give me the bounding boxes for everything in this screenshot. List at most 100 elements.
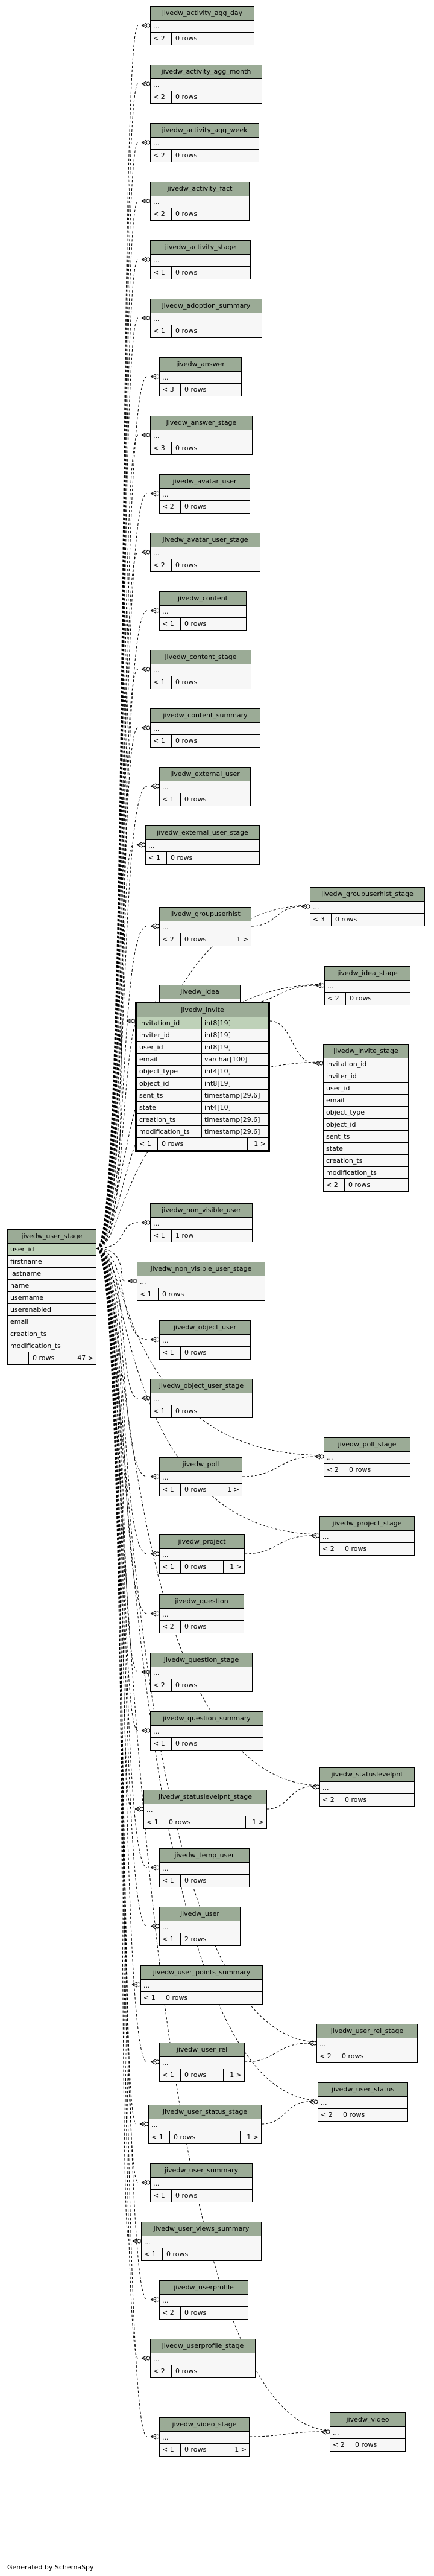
column-row[interactable]: ... bbox=[317, 2038, 417, 2050]
column-row[interactable]: ... bbox=[160, 1549, 244, 1561]
column-row[interactable]: ... bbox=[151, 313, 262, 325]
table-name[interactable]: jivedw_invite_stage bbox=[324, 1045, 408, 1058]
column-row[interactable]: ... bbox=[320, 1782, 414, 1794]
column-row[interactable]: ... bbox=[160, 372, 241, 384]
column-row[interactable]: sent_ts bbox=[324, 1131, 408, 1143]
table-name[interactable]: jivedw_invite bbox=[137, 1003, 268, 1017]
table-name[interactable]: jivedw_video bbox=[330, 2413, 405, 2427]
table-name[interactable]: jivedw_non_visible_user bbox=[151, 1204, 252, 1218]
table-name[interactable]: jivedw_question_summary bbox=[151, 1712, 263, 1726]
column-row[interactable]: modification_ts bbox=[324, 1167, 408, 1179]
table-name[interactable]: jivedw_adoption_summary bbox=[151, 299, 262, 313]
column-row[interactable]: ... bbox=[310, 902, 424, 914]
table-name[interactable]: jivedw_object_user bbox=[160, 1321, 250, 1335]
table-name[interactable]: jivedw_activity_agg_day bbox=[151, 7, 254, 21]
column-row[interactable]: ... bbox=[151, 196, 249, 208]
column-row[interactable]: ... bbox=[151, 1393, 252, 1405]
table-name[interactable]: jivedw_user_points_summary bbox=[141, 1966, 262, 1980]
table-name[interactable]: jivedw_user_status bbox=[318, 2083, 407, 2097]
column-row[interactable]: email bbox=[324, 1095, 408, 1107]
table-name[interactable]: jivedw_content_summary bbox=[151, 709, 260, 723]
table-name[interactable]: jivedw_idea_stage bbox=[325, 967, 410, 981]
table-name[interactable]: jivedw_external_user_stage bbox=[146, 826, 259, 840]
column-row[interactable]: ... bbox=[137, 1276, 265, 1288]
column-row[interactable]: ... bbox=[324, 1452, 410, 1464]
table-name[interactable]: jivedw_temp_user bbox=[160, 1849, 249, 1863]
column-row[interactable]: username bbox=[8, 1292, 96, 1304]
table-name[interactable]: jivedw_user bbox=[160, 1907, 240, 1921]
column-row[interactable]: ... bbox=[160, 1609, 244, 1621]
table-name[interactable]: jivedw_project bbox=[160, 1535, 244, 1549]
column-row[interactable]: user_id bbox=[8, 1244, 96, 1256]
table-name[interactable]: jivedw_user_status_stage bbox=[149, 2105, 261, 2119]
table-name[interactable]: jivedw_avatar_user_stage bbox=[151, 533, 260, 547]
column-row[interactable]: ... bbox=[144, 1804, 266, 1816]
table-name[interactable]: jivedw_object_user_stage bbox=[151, 1379, 252, 1393]
table-name[interactable]: jivedw_non_visible_user_stage bbox=[137, 1262, 265, 1276]
column-row[interactable]: ... bbox=[318, 2097, 407, 2109]
column-row[interactable]: ... bbox=[151, 2353, 255, 2365]
column-row[interactable]: ... bbox=[141, 1980, 262, 1992]
table-name[interactable]: jivedw_activity_agg_month bbox=[151, 65, 262, 79]
table-name[interactable]: jivedw_user_rel_stage bbox=[317, 2024, 417, 2038]
column-row[interactable]: creation_ts bbox=[324, 1155, 408, 1167]
column-row[interactable]: firstname bbox=[8, 1256, 96, 1268]
table-name[interactable]: jivedw_activity_fact bbox=[151, 182, 249, 196]
table-name[interactable]: jivedw_question_stage bbox=[151, 1653, 252, 1667]
column-row[interactable]: lastname bbox=[8, 1268, 96, 1280]
table-name[interactable]: jivedw_activity_stage bbox=[151, 241, 250, 255]
table-name[interactable]: jivedw_poll bbox=[160, 1458, 242, 1472]
table-name[interactable]: jivedw_user_rel bbox=[160, 2043, 244, 2057]
column-row[interactable]: ... bbox=[160, 2057, 244, 2069]
column-row[interactable]: ... bbox=[330, 2427, 405, 2439]
column-row[interactable]: ... bbox=[151, 21, 254, 33]
column-row[interactable]: ... bbox=[160, 1472, 242, 1484]
column-row[interactable]: ... bbox=[151, 547, 260, 559]
table-name[interactable]: jivedw_groupuserhist_stage bbox=[310, 888, 424, 902]
table-name[interactable]: jivedw_external_user bbox=[160, 768, 250, 781]
column-row[interactable]: email bbox=[8, 1316, 96, 1328]
column-row[interactable]: ... bbox=[151, 1218, 252, 1230]
column-row[interactable]: ... bbox=[151, 138, 259, 150]
table-name[interactable]: jivedw_answer bbox=[160, 358, 241, 372]
table-name[interactable]: jivedw_video_stage bbox=[160, 2418, 249, 2432]
column-row[interactable]: ... bbox=[142, 2236, 261, 2248]
column-row[interactable]: inviter_id bbox=[324, 1070, 408, 1083]
